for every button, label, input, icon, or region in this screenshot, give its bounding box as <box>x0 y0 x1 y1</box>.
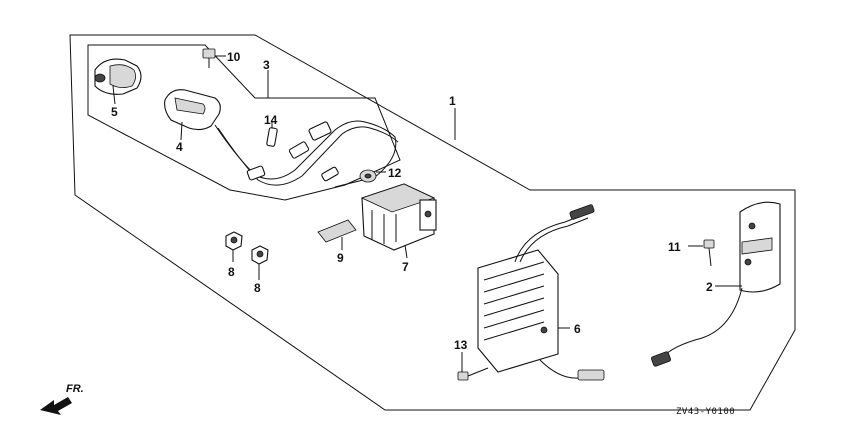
assembly-boundary <box>69 34 796 411</box>
leader-lines <box>267 70 456 140</box>
part-8-clip-b <box>251 245 269 280</box>
callout-13: 13 <box>454 338 468 352</box>
callout-14: 14 <box>264 113 278 127</box>
part-4-harness <box>164 89 399 188</box>
callout-1: 1 <box>449 94 456 108</box>
callout-2: 2 <box>706 280 713 294</box>
part-5-boot <box>94 58 142 105</box>
part-6-regulator <box>477 204 605 381</box>
callout-11: 11 <box>668 240 681 254</box>
diagram-code: ZV43-Y0100 <box>676 407 735 417</box>
part-9-plate <box>317 219 357 250</box>
callout-9: 9 <box>337 251 344 265</box>
callout-10: 10 <box>227 50 241 64</box>
front-label: FR. <box>66 383 84 395</box>
part-14-fuse <box>266 120 278 147</box>
part-12-grommet <box>359 169 386 183</box>
callout-3: 3 <box>263 58 270 72</box>
part-2-bracket <box>650 201 781 367</box>
part-10-bolt <box>202 48 226 68</box>
part-7-bracket <box>360 183 437 259</box>
part-8-clip-a <box>225 231 243 262</box>
front-direction-arrow: FR. <box>40 383 84 415</box>
callout-12: 12 <box>388 166 402 180</box>
callout-8a: 8 <box>228 265 235 279</box>
callout-6: 6 <box>574 322 581 336</box>
callout-7: 7 <box>402 260 409 274</box>
callout-4: 4 <box>176 140 183 154</box>
callout-5: 5 <box>111 105 118 119</box>
part-13-bolt <box>457 352 489 381</box>
part-11-screw <box>688 239 715 267</box>
callout-8b: 8 <box>254 281 261 295</box>
